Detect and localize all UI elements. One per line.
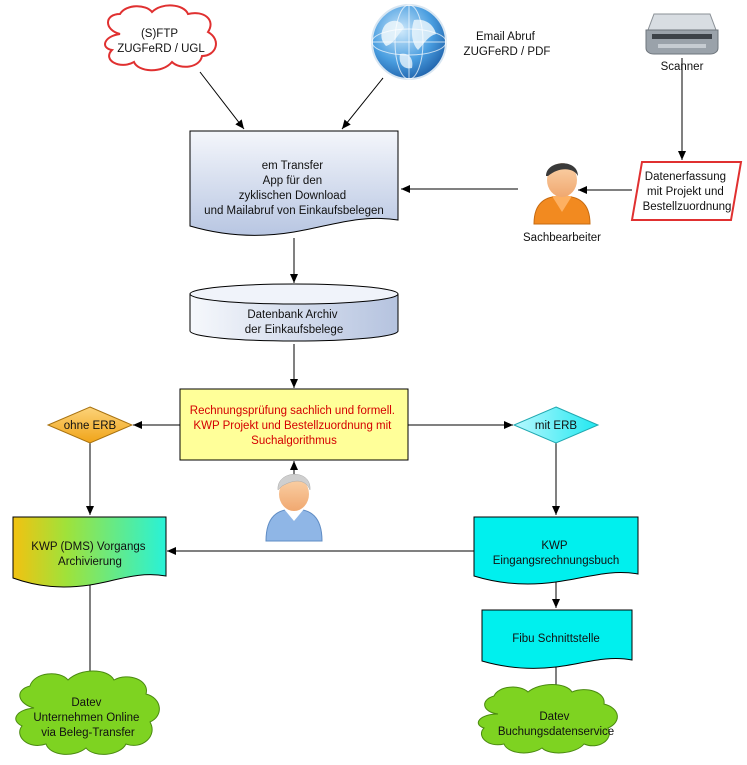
datenerfassung-box: Datenerfassung mit Projekt und Bestellzu… bbox=[630, 161, 743, 221]
dms-document: KWP (DMS) Vorgangs Archivierung bbox=[12, 516, 167, 588]
sftp-label: (S)FTP ZUGFeRD / UGL bbox=[117, 28, 205, 55]
eingangsbuch-label: KWP Eingangsrechnungsbuch bbox=[493, 540, 620, 567]
mit-erb-label: mit ERB bbox=[535, 420, 578, 432]
sachbearbeiter-person-icon bbox=[533, 163, 591, 225]
fibu-label: Fibu Schnittstelle bbox=[512, 633, 600, 645]
pruefung-label: Rechnungsprüfung sachlich und formell. K… bbox=[190, 405, 398, 447]
sftp-cloud: (S)FTP ZUGFeRD / UGL bbox=[104, 4, 217, 72]
connectors bbox=[86, 58, 686, 696]
globe-icon bbox=[371, 4, 447, 80]
scanner-icon bbox=[645, 13, 719, 55]
datenerfassung-label: Datenerfassung mit Projekt und Bestellzu… bbox=[643, 171, 732, 213]
scanner-label: Scanner bbox=[661, 61, 704, 73]
eingangsbuch-document: KWP Eingangsrechnungsbuch bbox=[473, 516, 639, 585]
email-label: Email Abruf ZUGFeRD / PDF bbox=[464, 31, 551, 58]
datev-online-label: Datev Unternehmen Online via Beleg-Trans… bbox=[33, 697, 142, 739]
transfer-document: em Transfer App für den zyklischen Downl… bbox=[189, 130, 399, 236]
ohne-erb-label: ohne ERB bbox=[64, 420, 117, 432]
mit-erb-diamond: mit ERB bbox=[512, 406, 600, 444]
dms-label: KWP (DMS) Vorgangs Archivierung bbox=[31, 541, 148, 568]
arrow-sftp-to-transfer bbox=[199, 71, 245, 130]
ohne-erb-diamond: ohne ERB bbox=[46, 406, 134, 444]
arrow-email-to-transfer bbox=[341, 77, 384, 130]
sachbearbeiter-label: Sachbearbeiter bbox=[523, 232, 601, 244]
pruefung-box: Rechnungsprüfung sachlich und formell. K… bbox=[179, 388, 409, 461]
datenbank-cylinder: Datenbank Archiv der Einkaufsbelege bbox=[189, 283, 399, 342]
reviewer-person-icon bbox=[265, 474, 323, 542]
datev-buchung-label: Datev Buchungsdatenservice bbox=[498, 711, 614, 738]
datev-online-cloud: Datev Unternehmen Online via Beleg-Trans… bbox=[15, 670, 160, 755]
transfer-label: em Transfer App für den zyklischen Downl… bbox=[204, 160, 384, 217]
fibu-document: Fibu Schnittstelle bbox=[481, 609, 633, 669]
datenbank-label: Datenbank Archiv der Einkaufsbelege bbox=[245, 309, 343, 336]
datev-buchung-cloud: Datev Buchungsdatenservice bbox=[477, 684, 618, 754]
